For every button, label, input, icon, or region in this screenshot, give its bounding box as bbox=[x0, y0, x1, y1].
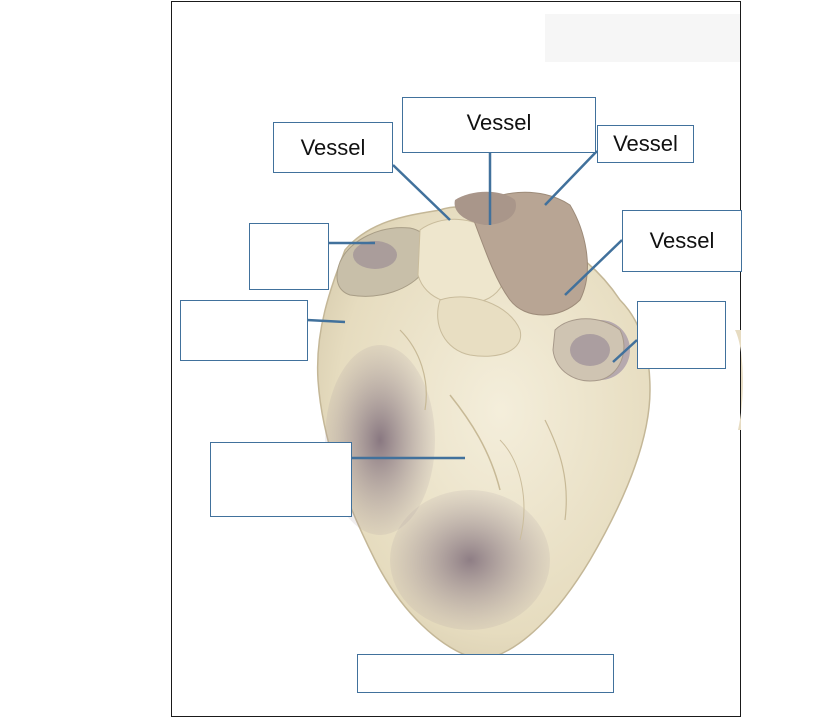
label-box-blank-bottom[interactable] bbox=[357, 654, 614, 693]
leader-vessel-top-left bbox=[392, 164, 451, 221]
label-text: Vessel bbox=[300, 134, 366, 160]
label-box-blank-left-lower[interactable] bbox=[210, 442, 352, 517]
label-box-vessel-top-left[interactable]: Vessel bbox=[273, 122, 393, 173]
label-box-vessel-top-right[interactable]: Vessel bbox=[597, 125, 694, 163]
label-text: Vessel bbox=[649, 228, 715, 253]
label-text: Vessel bbox=[466, 110, 532, 135]
leader-blank-right bbox=[612, 339, 638, 363]
label-box-vessel-right[interactable]: Vessel bbox=[622, 210, 742, 272]
label-box-blank-left-middle[interactable] bbox=[180, 300, 308, 361]
leader-lines bbox=[306, 150, 638, 460]
label-box-blank-left-upper[interactable] bbox=[249, 223, 329, 290]
adjacent-tissue bbox=[735, 330, 743, 430]
heart-body bbox=[316, 191, 651, 661]
leader-vessel-right bbox=[564, 239, 623, 296]
label-box-blank-right[interactable] bbox=[637, 301, 726, 369]
label-text: Vessel bbox=[613, 131, 678, 156]
scan-artifact bbox=[545, 14, 740, 62]
leader-vessel-top-right bbox=[544, 150, 598, 206]
label-box-vessel-top-center[interactable]: Vessel bbox=[402, 97, 596, 153]
leader-blank-left-middle bbox=[306, 318, 346, 324]
